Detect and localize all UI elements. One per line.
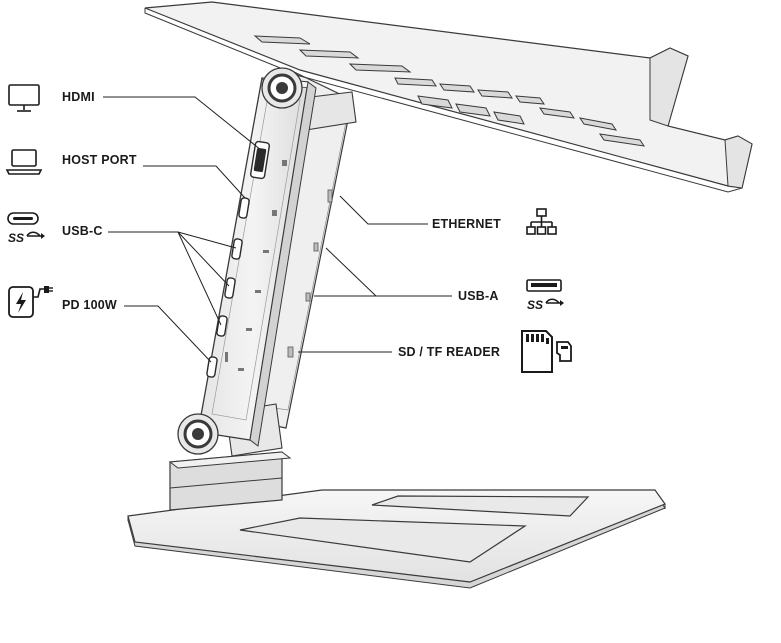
bottom-joint [177, 413, 219, 455]
sd-card-icon [521, 330, 572, 373]
usb-c-ss-icon: SS [7, 212, 45, 245]
base-hinge-block [168, 451, 292, 511]
rear-ports [287, 189, 333, 358]
ethernet-port [327, 189, 333, 203]
sd-slot [287, 346, 294, 358]
usb-a-ss-icon: SS [526, 279, 564, 312]
monitor-icon [8, 84, 40, 112]
svg-text:SS: SS [8, 231, 24, 245]
callout-ethernet [339, 195, 428, 225]
base-plate [127, 489, 666, 589]
label-ethernet: ETHERNET [432, 217, 501, 231]
svg-text:SS: SS [527, 298, 543, 312]
callout-host-port [143, 165, 246, 199]
laptop-tray [144, 1, 753, 193]
usb-a-port-1 [313, 242, 319, 252]
top-joint [261, 67, 303, 109]
hub-ports [206, 140, 270, 378]
callout-hdmi [103, 96, 262, 151]
laptop-icon [5, 149, 43, 175]
callout-usb-c-1 [108, 231, 237, 249]
label-usb-c: USB-C [62, 224, 103, 238]
pd-port [206, 356, 218, 378]
usb-c-port-1 [231, 238, 243, 260]
label-hdmi: HDMI [62, 90, 95, 104]
label-usb-a: USB-A [458, 289, 499, 303]
label-pd-100w: PD 100W [62, 298, 117, 312]
callout-usb-a [325, 247, 452, 297]
callout-lines [103, 96, 452, 363]
base-cutout-rear [371, 495, 590, 517]
callout-pd [124, 305, 212, 363]
network-icon [526, 208, 557, 235]
base-cutout-front [239, 517, 527, 563]
charging-plug-icon [8, 286, 53, 318]
usb-c-port-2 [224, 277, 236, 299]
label-host-port: HOST PORT [62, 153, 137, 167]
usb-a-port-2 [305, 292, 311, 302]
label-sd-tf-reader: SD / TF READER [398, 345, 501, 359]
port-markings [225, 160, 287, 371]
host-usb-c-port [238, 197, 250, 219]
